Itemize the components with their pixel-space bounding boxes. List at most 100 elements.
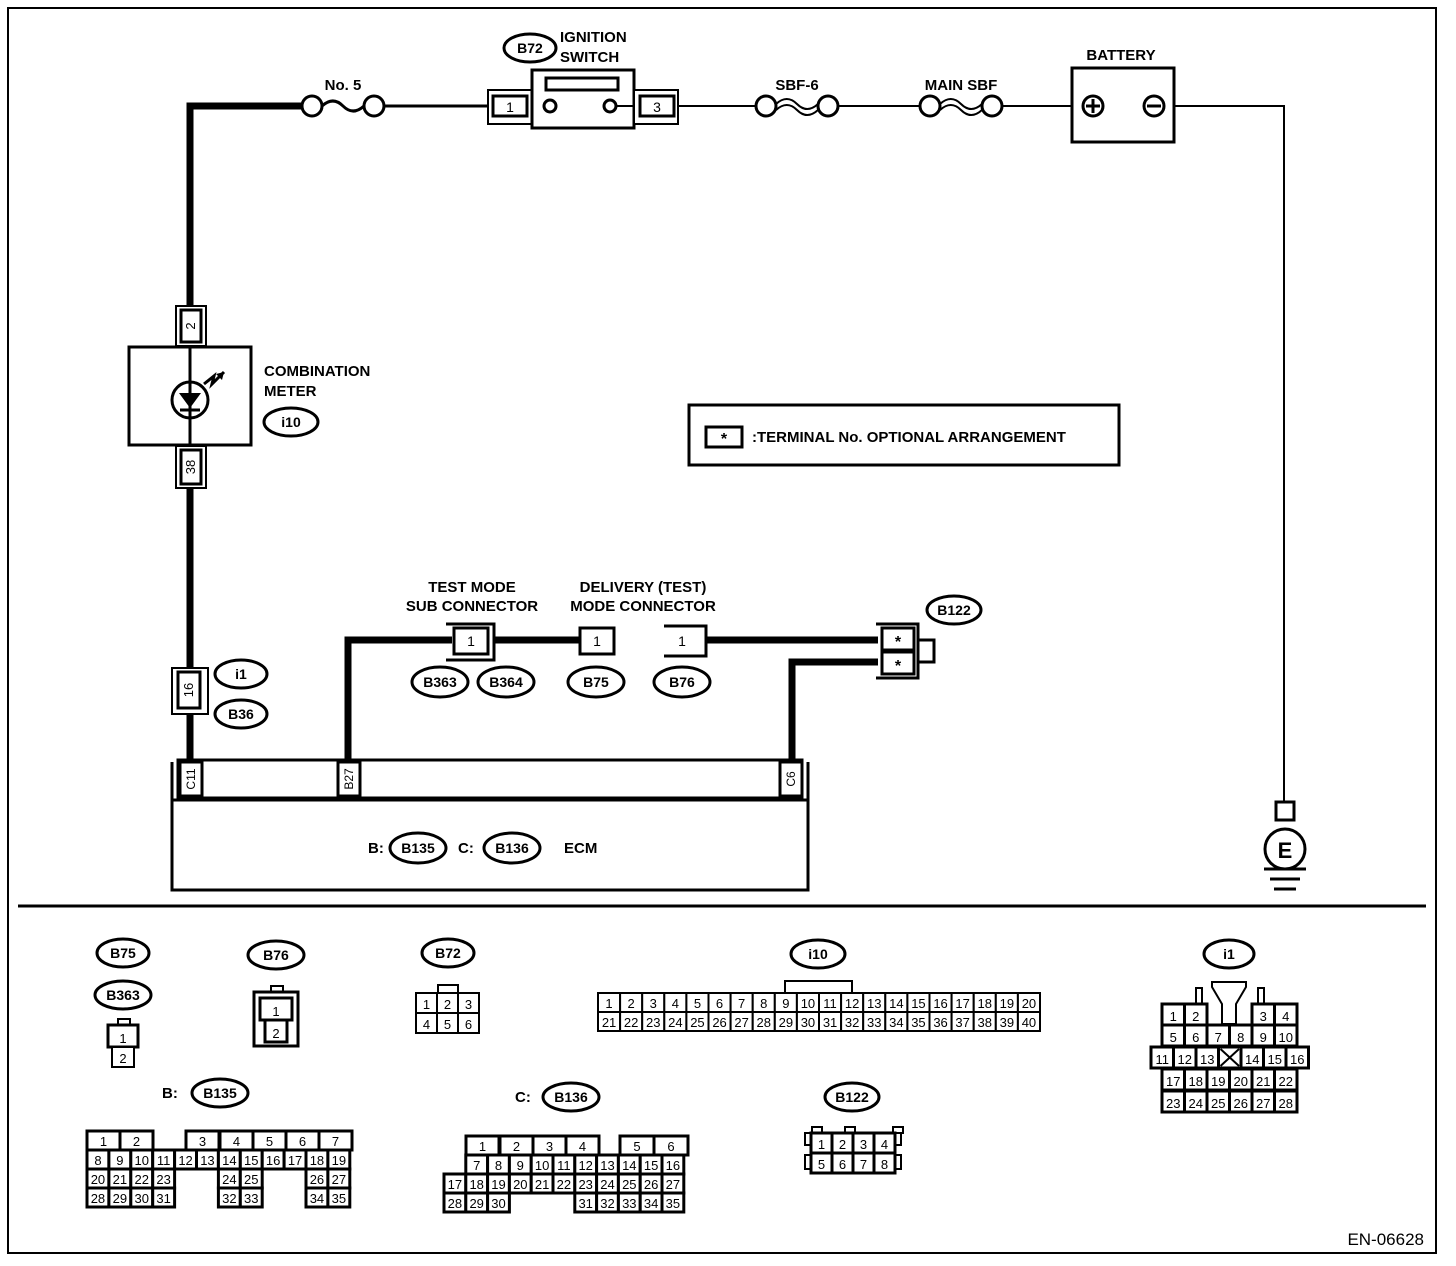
i10-pin: 5 [694, 996, 701, 1011]
ignition-switch-label-1: IGNITION [560, 29, 627, 46]
b72-pin: 3 [465, 997, 472, 1012]
wires [186, 102, 1285, 802]
b136-pin: 17 [448, 1177, 462, 1192]
i10-pin: 12 [845, 996, 859, 1011]
i10-pin: 2 [628, 996, 635, 1011]
b136-pin: 2 [513, 1139, 520, 1154]
battery-label: BATTERY [1086, 47, 1155, 64]
wire-ecm-c6-to-b122 [788, 658, 878, 762]
i10-pin: 38 [978, 1015, 992, 1030]
ecm-prefix-b: B: [368, 840, 384, 857]
ecm: C11 B27 C6 B: B135 C: B136 ECM [170, 758, 810, 892]
b135-pin: 29 [113, 1191, 127, 1206]
latch [1257, 987, 1265, 1005]
i10-pin: 30 [801, 1015, 815, 1030]
i10-pin: 22 [624, 1015, 638, 1030]
i10-pin: 24 [668, 1015, 682, 1030]
joint-pin-16: 16 [181, 683, 196, 697]
i1-pin: 16 [1290, 1052, 1304, 1067]
ignition-switch: 1 3 B72 IGNITION SWITCH [487, 29, 679, 130]
b136-pin: 15 [644, 1158, 658, 1173]
i10-pin: 20 [1022, 996, 1036, 1011]
i10-pin: 10 [801, 996, 815, 1011]
i10-pin: 15 [911, 996, 925, 1011]
b72-pin-cell [457, 1012, 480, 1034]
connector-b364-tag: B364 [489, 674, 523, 690]
ecm-label: ECM [564, 840, 597, 857]
i10-pin: 35 [911, 1015, 925, 1030]
legend-text: :TERMINAL No. OPTIONAL ARRANGEMENT [752, 429, 1066, 446]
view-tag-i1-ellipse [1202, 938, 1256, 970]
i10-pin: 4 [672, 996, 679, 1011]
b122-pin: 3 [860, 1137, 867, 1152]
delivery-label-1: DELIVERY (TEST) [580, 579, 707, 596]
b72-pin: 2 [444, 997, 451, 1012]
b135-pin: 10 [135, 1153, 149, 1168]
i10-pin: 18 [978, 996, 992, 1011]
i1-pin: 27 [1256, 1096, 1270, 1111]
b136-pin: 26 [644, 1177, 658, 1192]
b76-pin-cell [263, 1018, 289, 1044]
i1-pin: 9 [1260, 1030, 1267, 1045]
connector-b75-tag: B75 [583, 674, 609, 690]
view-tag-b135: B135 [203, 1085, 237, 1101]
b136-pin: 31 [578, 1196, 592, 1211]
i10-pin: 14 [889, 996, 903, 1011]
diagram-id: EN-06628 [1347, 1230, 1424, 1249]
latch [1195, 987, 1203, 1005]
meter-pin-38: 38 [183, 460, 198, 474]
b122-pin: 6 [839, 1157, 846, 1172]
b135-prefix: B: [162, 1085, 178, 1102]
i1-pin: 25 [1211, 1096, 1225, 1111]
i1-pin: 15 [1268, 1052, 1282, 1067]
i10-pin: 36 [933, 1015, 947, 1030]
i10-pin: 29 [779, 1015, 793, 1030]
connector-b122-tag: B122 [937, 602, 971, 618]
i10-pin: 27 [734, 1015, 748, 1030]
b136-pin: 24 [600, 1177, 614, 1192]
b122-pin: 8 [881, 1157, 888, 1172]
view-tag-b76-ellipse [246, 939, 306, 971]
ecm-connector-b136: B136 [495, 840, 529, 856]
b122-pin: 1 [818, 1137, 825, 1152]
fuse-no5: No. 5 [300, 77, 386, 118]
b135-pin: 8 [94, 1153, 101, 1168]
b135-pin: 24 [222, 1172, 236, 1187]
b136-pin: 7 [473, 1158, 480, 1173]
view-tag-b363: B363 [106, 987, 140, 1003]
i1-pin: 28 [1279, 1096, 1293, 1111]
i1-pin: 3 [1260, 1009, 1267, 1024]
connector-b76-tag: B76 [669, 674, 695, 690]
b136-pin: 4 [579, 1139, 586, 1154]
i10-pin: 26 [712, 1015, 726, 1030]
ecm-connector-b135: B135 [401, 840, 435, 856]
i10-pin: 11 [823, 996, 837, 1011]
view-tag-b135-ellipse [190, 1077, 250, 1109]
latch [784, 980, 853, 994]
battery: BATTERY [1070, 47, 1176, 144]
b135-pin: 23 [156, 1172, 170, 1187]
fuse-sbf6: SBF-6 [754, 77, 840, 118]
i10-pin: 33 [867, 1015, 881, 1030]
b135-pin: 1 [100, 1134, 107, 1149]
b135-pin: 12 [178, 1153, 192, 1168]
b135-pin: 19 [332, 1153, 346, 1168]
test-mode-pin-1: 1 [467, 633, 475, 649]
b122-pin: 2 [839, 1137, 846, 1152]
ecm-pin-c11: C11 [184, 768, 198, 789]
b135-pin: 11 [157, 1153, 171, 1168]
b135-pin: 7 [332, 1134, 339, 1149]
b135-pin: 35 [332, 1191, 346, 1206]
b136-pin: 11 [557, 1158, 571, 1173]
b135-pin: 25 [244, 1172, 258, 1187]
i1-pin: 12 [1178, 1052, 1192, 1067]
b136-pin: 6 [667, 1139, 674, 1154]
main-sbf-label: MAIN SBF [925, 77, 998, 94]
b135-pin: 30 [135, 1191, 149, 1206]
b136-pin: 5 [633, 1139, 640, 1154]
b135-pin-cell [326, 1186, 352, 1209]
fuse-main-sbf: MAIN SBF [918, 77, 1004, 118]
i10-pin: 16 [933, 996, 947, 1011]
